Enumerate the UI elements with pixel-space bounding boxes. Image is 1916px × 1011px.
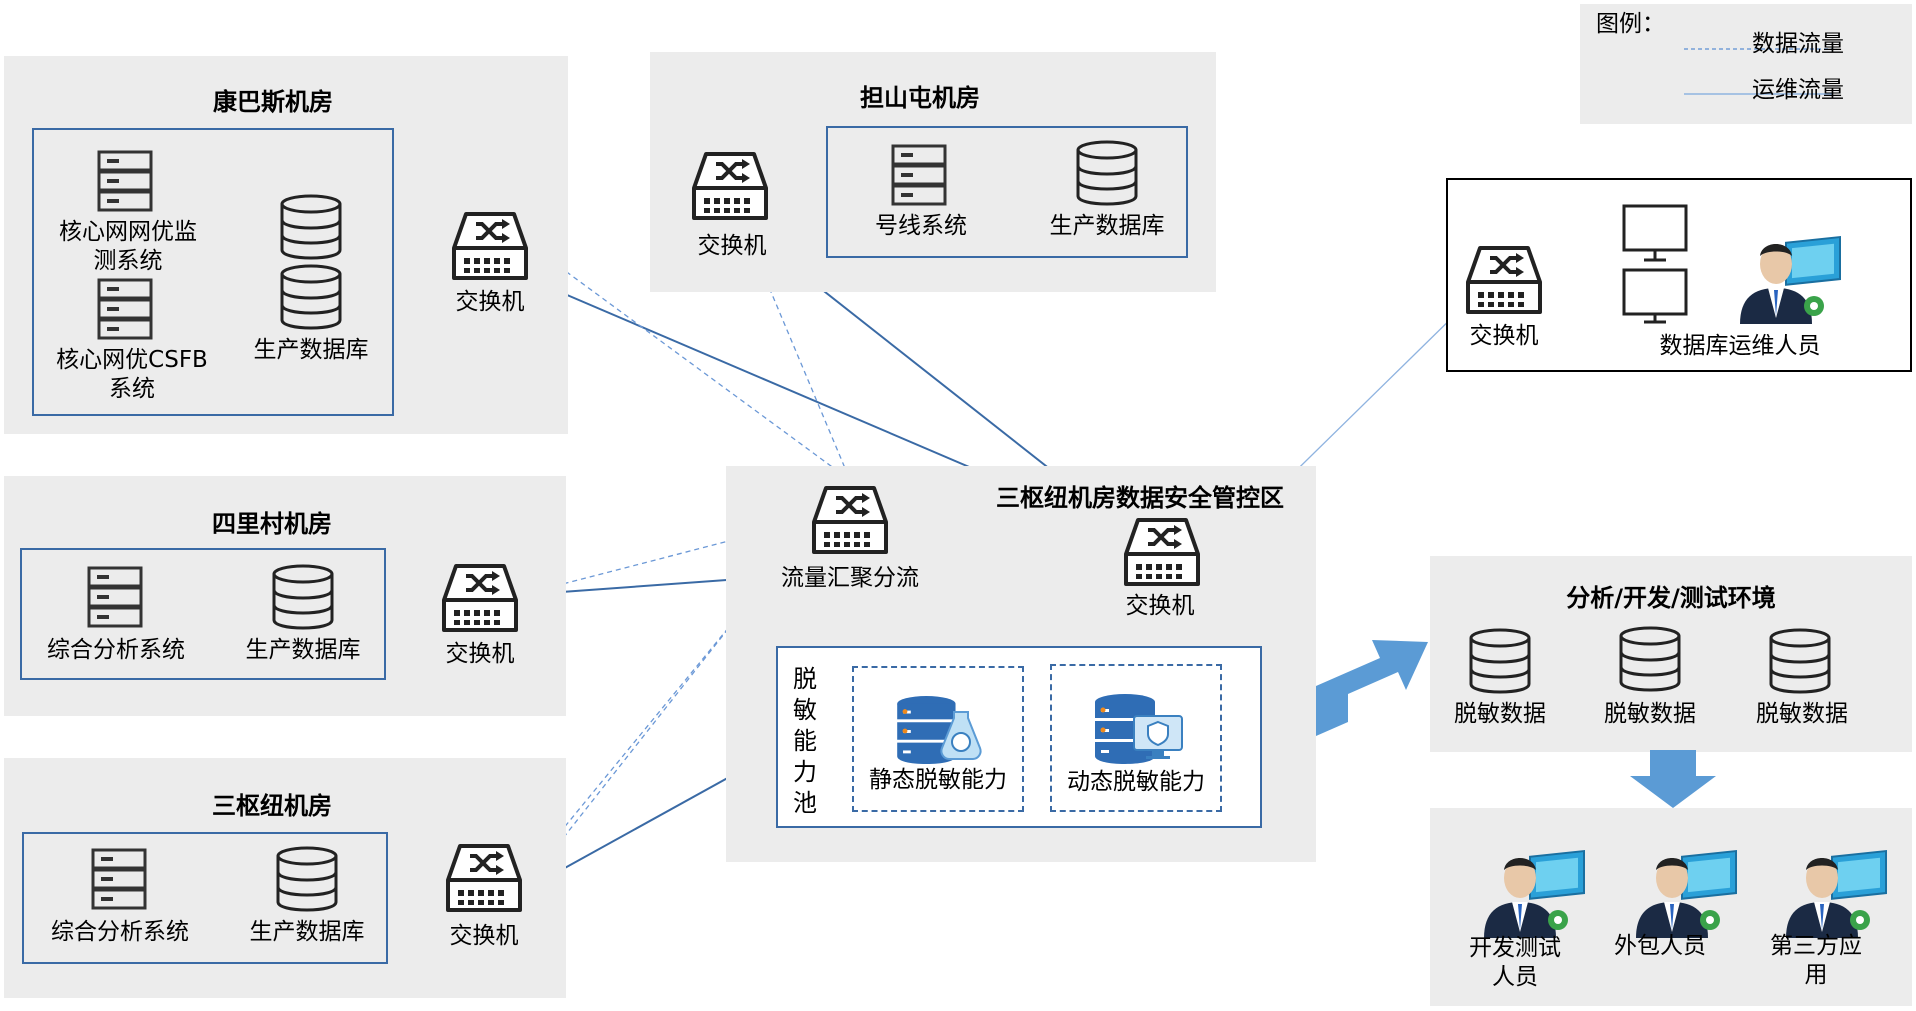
- legend-data-flow: 数据流量: [1752, 31, 1844, 57]
- pool-label: 脱敏能力池: [793, 665, 817, 817]
- room-silicun-inner: [20, 548, 386, 680]
- control-zone-title: 三枢纽机房数据安全管控区: [996, 484, 1284, 512]
- static-box: [852, 666, 1024, 812]
- room-sanshuniu-title: 三枢纽机房: [212, 792, 332, 820]
- sanshuniu-sys-label: 综合分析系统: [51, 919, 189, 945]
- person-icon: [1782, 848, 1892, 938]
- analysis-db2-label: 脱敏数据: [1604, 701, 1696, 727]
- database-icon: [274, 846, 340, 912]
- room-danshantun-inner: [826, 126, 1188, 258]
- data-link-silicun: [519, 519, 811, 596]
- server-icon: [97, 278, 153, 340]
- person-icon: [1480, 848, 1590, 938]
- legend-ops-flow: 运维流量: [1752, 77, 1844, 103]
- kangbasi-db-label: 生产数据库: [253, 337, 369, 363]
- danshantun-switch-label: 交换机: [697, 233, 767, 259]
- kangbasi-sys2-label: 核心网优CSFB系统: [56, 347, 208, 402]
- server-icon: [97, 150, 153, 212]
- database-icon: [1467, 628, 1533, 694]
- sanshuniu-db-label: 生产数据库: [249, 919, 365, 945]
- legend-lines: [1684, 48, 1832, 95]
- user2-label: 外包人员: [1614, 933, 1706, 959]
- aggregator-label: 流量汇聚分流: [781, 565, 919, 591]
- kangbasi-sys1-label: 核心网网优监测系统: [59, 219, 197, 274]
- analysis-db3-label: 脱敏数据: [1756, 701, 1848, 727]
- server-icon: [891, 144, 947, 206]
- analysis-db1-label: 脱敏数据: [1454, 701, 1546, 727]
- arrow-to-analysis-icon: [1316, 640, 1428, 736]
- user1-label: 开发测试人员: [1469, 935, 1561, 990]
- room-kangbasi-inner: [32, 128, 394, 416]
- ops-switch-label: 交换机: [1469, 323, 1539, 349]
- server-icon: [87, 566, 143, 628]
- silicun-sys-label: 综合分析系统: [47, 637, 185, 663]
- dynamic-desensitize-icon: [1090, 694, 1183, 766]
- room-danshantun-title: 担山屯机房: [860, 84, 980, 112]
- database-icon: [1074, 140, 1140, 206]
- room-kangbasi-title: 康巴斯机房: [213, 88, 333, 116]
- database-icon: [1767, 628, 1833, 694]
- server-icon: [91, 848, 147, 910]
- static-label: 静态脱敏能力: [869, 767, 1007, 793]
- database-icon: [1617, 626, 1683, 692]
- legend-panel: 图例： 数据流量 运维流量: [1580, 4, 1912, 124]
- data-link-sanshuniu-2: [529, 524, 811, 881]
- analysis-title: 分析/开发/测试环境: [1566, 584, 1776, 612]
- aggregator-icon: [812, 484, 888, 556]
- dynamic-label: 动态脱敏能力: [1067, 769, 1205, 795]
- ops-people-label: 数据库运维人员: [1659, 333, 1821, 359]
- switch-icon: [442, 562, 518, 634]
- user3-label: 第三方应用: [1770, 933, 1862, 988]
- dynamic-box: [1050, 664, 1222, 812]
- kangbasi-switch-label: 交换机: [455, 289, 525, 315]
- person-icon: [1736, 234, 1846, 324]
- switch-icon: [446, 842, 522, 914]
- silicun-switch-label: 交换机: [445, 641, 515, 667]
- static-desensitize-icon: [892, 696, 982, 766]
- monitor-icon: [1622, 204, 1688, 324]
- switch-icon: [1466, 244, 1542, 316]
- analysis-zone: [1430, 556, 1912, 752]
- room-sanshuniu-inner: [22, 832, 388, 964]
- switch-icon: [1124, 516, 1200, 588]
- silicun-db-label: 生产数据库: [245, 637, 361, 663]
- person-icon: [1632, 848, 1742, 938]
- switch-icon: [452, 210, 528, 282]
- danshantun-db-label: 生产数据库: [1049, 213, 1165, 239]
- sanshuniu-switch-label: 交换机: [449, 923, 519, 949]
- danshantun-sys-label: 号线系统: [875, 213, 967, 239]
- legend-title: 图例：: [1596, 11, 1665, 37]
- database-icon: [270, 564, 336, 630]
- room-silicun-title: 四里村机房: [212, 510, 332, 538]
- data-link-kangbasi: [529, 244, 851, 481]
- control-switch-label: 交换机: [1125, 593, 1195, 619]
- database-icon: [278, 194, 344, 260]
- switch-icon: [692, 150, 768, 222]
- database-icon: [278, 264, 344, 330]
- arrow-down-icon: [1630, 750, 1716, 808]
